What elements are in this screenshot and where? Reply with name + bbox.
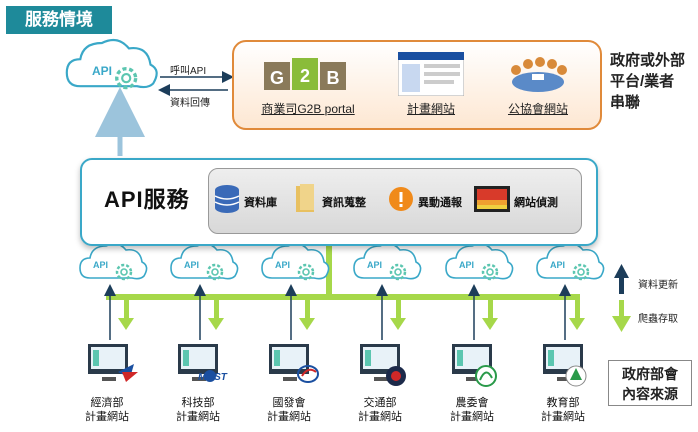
top-cloud-label: API [92, 64, 113, 78]
folder-icon [294, 184, 318, 214]
dept-site: 計畫網站 [267, 411, 311, 423]
coa-logo-icon [475, 365, 497, 387]
source-label-line: 政府部會 [622, 366, 678, 382]
dept-cloud-label: API [550, 260, 566, 270]
dept-name: 交通部 [363, 397, 397, 409]
g2b-logo-icon: G 2 B [264, 54, 350, 94]
legend-crawl-arrow-icon [612, 300, 631, 332]
dept-label-moea[interactable]: 經濟部 計畫網站 [72, 396, 142, 424]
dept-site: 計畫網站 [85, 411, 129, 423]
dept-label-coa[interactable]: 農委會 計畫網站 [437, 396, 507, 424]
dept-name: 經濟部 [90, 397, 124, 409]
dept-site: 計畫網站 [450, 411, 494, 423]
external-label-line: 串聯 [610, 94, 641, 111]
site-label-association[interactable]: 公協會網站 [507, 102, 568, 116]
source-label-line: 內容來源 [622, 386, 678, 402]
most-logo-text: MOST [198, 372, 227, 383]
dept-cloud [352, 242, 422, 281]
service-label-monitor: 網站偵測 [514, 197, 558, 209]
dept-name: 國發會 [272, 397, 306, 409]
motc-logo-icon [386, 366, 406, 386]
site-label-project[interactable]: 計畫網站 [406, 102, 455, 116]
moea-logo-icon [118, 364, 138, 382]
external-platform-label: 政府或外部 平台/業者 串聯 [610, 50, 696, 113]
dept-cloud-label: API [93, 260, 109, 270]
service-label-alert: 異動通報 [418, 197, 462, 209]
svg-text:B: B [327, 68, 340, 88]
meeting-icon [506, 52, 570, 96]
website-screenshot-icon [397, 51, 465, 97]
dept-cloud [169, 242, 239, 281]
external-label-line: 平台/業者 [610, 73, 675, 90]
dept-name: 教育部 [546, 397, 580, 409]
dept-site: 計畫網站 [176, 411, 220, 423]
dept-cloud [535, 242, 605, 281]
site-label-g2b[interactable]: 商業司G2B portal [261, 102, 355, 116]
dept-name: 科技部 [181, 397, 215, 409]
dept-label-most[interactable]: 科技部 計畫網站 [163, 396, 233, 424]
legend-update-arrow-icon [614, 264, 629, 294]
dept-cloud-label: API [367, 260, 383, 270]
service-label-collection: 資訊蒐整 [322, 197, 366, 209]
green-bus [106, 294, 580, 300]
return-data-label: 資料回傳 [170, 98, 210, 109]
legend-crawl-label: 爬蟲存取 [638, 314, 678, 325]
dept-site: 計畫網站 [541, 411, 585, 423]
dept-cloud [78, 242, 148, 281]
dept-label-motc[interactable]: 交通部 計畫網站 [345, 396, 415, 424]
dept-name: 農委會 [455, 397, 489, 409]
dept-label-ndc[interactable]: 國發會 計畫網站 [254, 396, 324, 424]
legend-update-label: 資料更新 [638, 280, 678, 291]
dept-connectors [104, 284, 585, 340]
ndc-logo-icon [297, 365, 319, 383]
alert-icon [388, 186, 414, 212]
svg-text:2: 2 [300, 66, 310, 86]
page-title: 服務情境 [6, 6, 112, 34]
dept-computers [88, 344, 583, 381]
external-label-line: 政府或外部 [610, 52, 686, 69]
call-api-label: 呼叫API [170, 66, 207, 77]
dept-cloud-label: API [459, 260, 475, 270]
service-label-database: 資料庫 [244, 197, 277, 209]
most-logo-icon [204, 370, 216, 382]
api-service-title: API服務 [104, 187, 190, 212]
database-icon [214, 184, 240, 214]
moe-logo-icon [565, 365, 587, 387]
dept-cloud-label: API [275, 260, 291, 270]
dept-site: 計畫網站 [358, 411, 402, 423]
svg-text:G: G [270, 68, 284, 88]
dept-cloud [260, 242, 330, 281]
monitor-chart-icon [474, 186, 510, 212]
content-source-label: 政府部會 內容來源 [608, 360, 692, 406]
dept-cloud [444, 242, 514, 281]
dept-label-moe[interactable]: 教育部 計畫網站 [528, 396, 598, 424]
dept-cloud-label: API [184, 260, 200, 270]
